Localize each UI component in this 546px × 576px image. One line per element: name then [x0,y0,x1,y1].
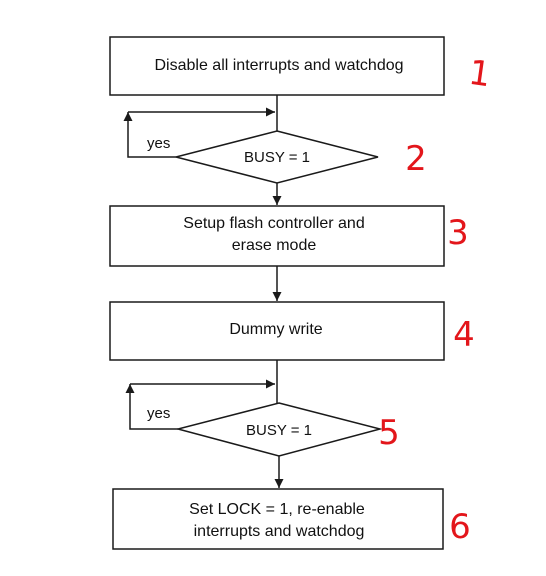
step-2-line-2: erase mode [232,237,317,254]
svg-text:5: 5 [378,413,400,453]
decision-2: BUSY = 1 [175,402,383,457]
decision-1-label: BUSY = 1 [244,149,310,166]
annotation-1: 1 [466,53,493,96]
step-box-1: Disable all interrupts and watchdog [109,36,445,96]
decision-2-label: BUSY = 1 [246,422,312,439]
yes-loop-2: yes [125,379,275,430]
step-4-line-1: Set LOCK = 1, re-enable [189,501,365,518]
step-2-line-1: Setup flash controller and [183,215,364,232]
annotation-5: 5 [378,413,400,453]
step-4-line-2: interrupts and watchdog [194,523,365,540]
yes-loop-1: yes [123,107,275,158]
svg-text:4: 4 [453,315,475,355]
yes-label-2: yes [147,405,170,422]
step-box-4: Set LOCK = 1, re-enable interrupts and w… [112,488,444,550]
svg-text:3: 3 [447,213,469,253]
svg-text:6: 6 [449,507,471,547]
step-3-line-1: Dummy write [229,321,322,338]
annotation-2: 2 [405,139,427,179]
step-box-2: Setup flash controller and erase mode [109,205,445,267]
yes-label-1: yes [147,135,170,152]
annotation-3: 3 [447,213,469,253]
step-1-line-1: Disable all interrupts and watchdog [154,57,403,74]
step-box-3: Dummy write [109,301,445,361]
annotation-6: 6 [449,507,471,547]
svg-text:1: 1 [466,53,493,96]
decision-1: BUSY = 1 [175,130,379,184]
annotation-4: 4 [453,315,475,355]
svg-text:2: 2 [405,139,427,179]
